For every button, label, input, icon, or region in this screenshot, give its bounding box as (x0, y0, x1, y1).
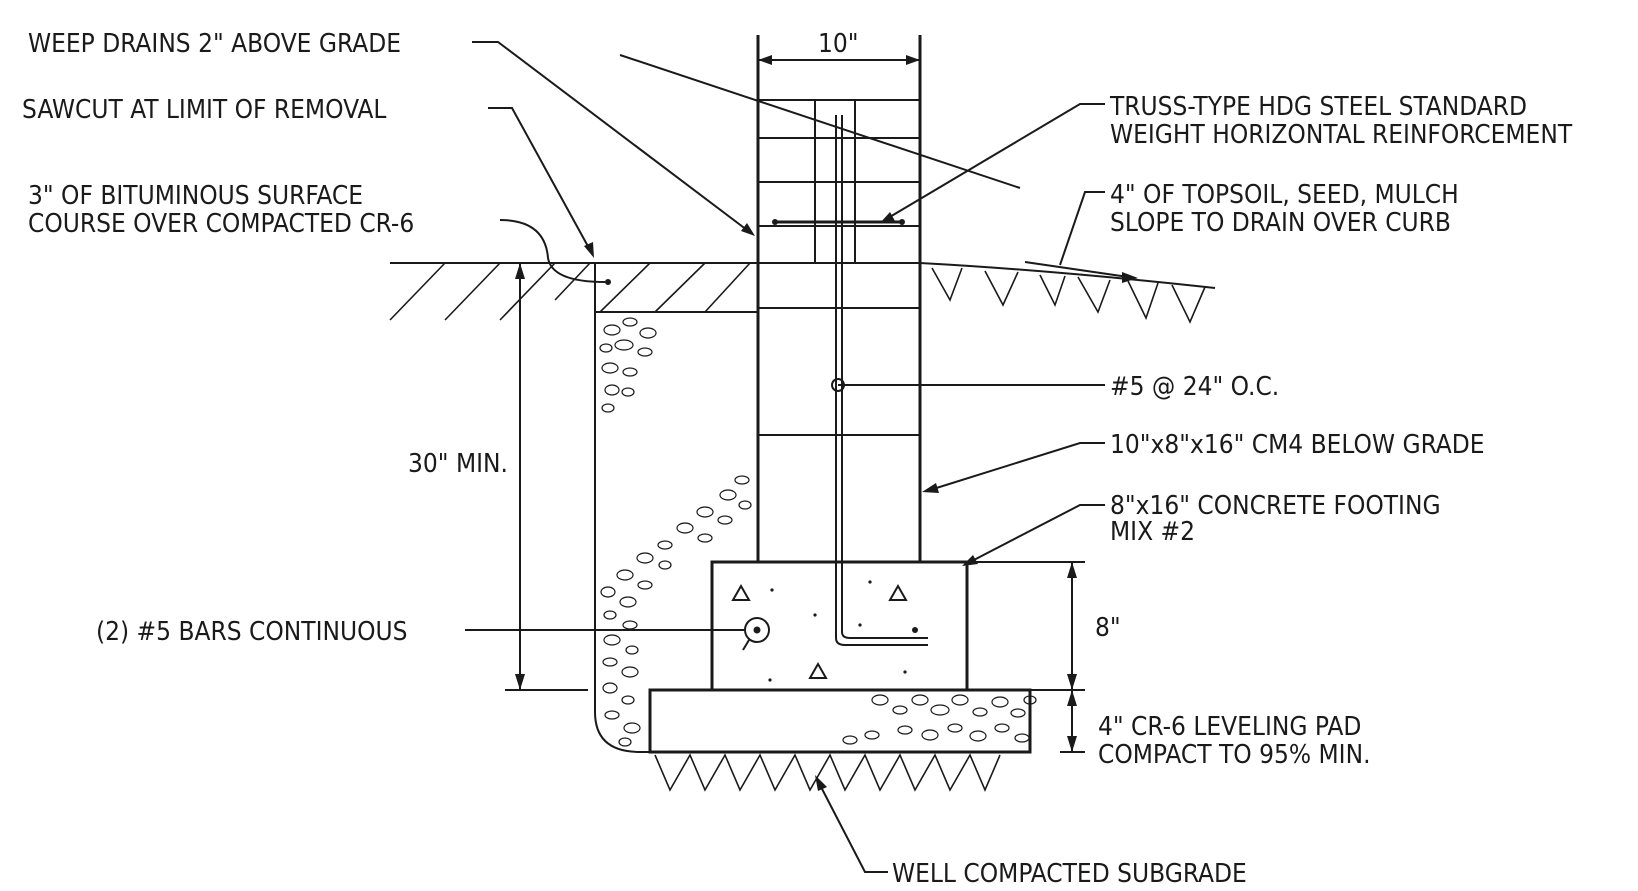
bituminous-label-line1: 3" OF BITUMINOUS SURFACE (28, 181, 363, 211)
cmu-label: 10"x8"x16" CM4 BELOW GRADE (1110, 430, 1485, 460)
subgrade-label: WELL COMPACTED SUBGRADE (892, 859, 1247, 889)
wall-width-label: 10" (818, 29, 859, 59)
depth-min-label: 30" MIN. (408, 449, 508, 479)
leveling-pad (648, 688, 1032, 754)
bars-continuous-label: (2) #5 BARS CONTINUOUS (96, 617, 407, 647)
pavement-soil-hatch (389, 262, 751, 321)
concrete-footing (710, 560, 969, 692)
sawcut-label: SAWCUT AT LIMIT OF REMOVAL (22, 95, 386, 125)
truss-label-line1: TRUSS-TYPE HDG STEEL STANDARD (1109, 92, 1527, 122)
wall-width-dimension (757, 35, 921, 65)
depth-dimension (505, 263, 588, 691)
footing-height-dimension (975, 561, 1085, 753)
vertical-rebar (835, 115, 928, 646)
truss-reinforcement (772, 219, 905, 225)
topsoil-label-line1: 4" OF TOPSOIL, SEED, MULCH (1110, 180, 1459, 210)
leveling-pad-label-line1: 4" CR-6 LEVELING PAD (1098, 712, 1361, 742)
vertical-rebar-2 (841, 115, 928, 639)
aggregate-backfill-lower (600, 475, 752, 747)
cmu-wall (756, 35, 922, 562)
annotation-labels: WEEP DRAINS 2" ABOVE GRADE SAWCUT AT LIM… (22, 29, 1573, 889)
leveling-pad-label-line2: COMPACT TO 95% MIN. (1098, 740, 1371, 770)
topsoil-hatch (931, 267, 1206, 324)
rebar-spacing-label: #5 @ 24" O.C. (1110, 372, 1279, 402)
aggregate-leveling-pad-right (842, 694, 1037, 745)
excavation-limit (594, 263, 650, 753)
footing-label-line2: MIX #2 (1110, 517, 1195, 547)
subgrade-hatch (654, 753, 1001, 793)
weep-drains-label: WEEP DRAINS 2" ABOVE GRADE (28, 29, 401, 59)
footing-height-label: 8" (1095, 613, 1121, 643)
footing-label-line1: 8"x16" CONCRETE FOOTING (1110, 491, 1441, 521)
bituminous-label-line2: COURSE OVER COMPACTED CR-6 (28, 209, 414, 239)
grade-line (390, 262, 1216, 289)
continuous-bars (744, 617, 770, 643)
topsoil-label-line2: SLOPE TO DRAIN OVER CURB (1110, 208, 1451, 238)
aggregate-backfill-upper (599, 317, 657, 413)
leaders (465, 41, 1138, 873)
weep-drain-line (619, 54, 1021, 189)
truss-label-line2: WEIGHT HORIZONTAL REINFORCEMENT (1110, 120, 1573, 150)
